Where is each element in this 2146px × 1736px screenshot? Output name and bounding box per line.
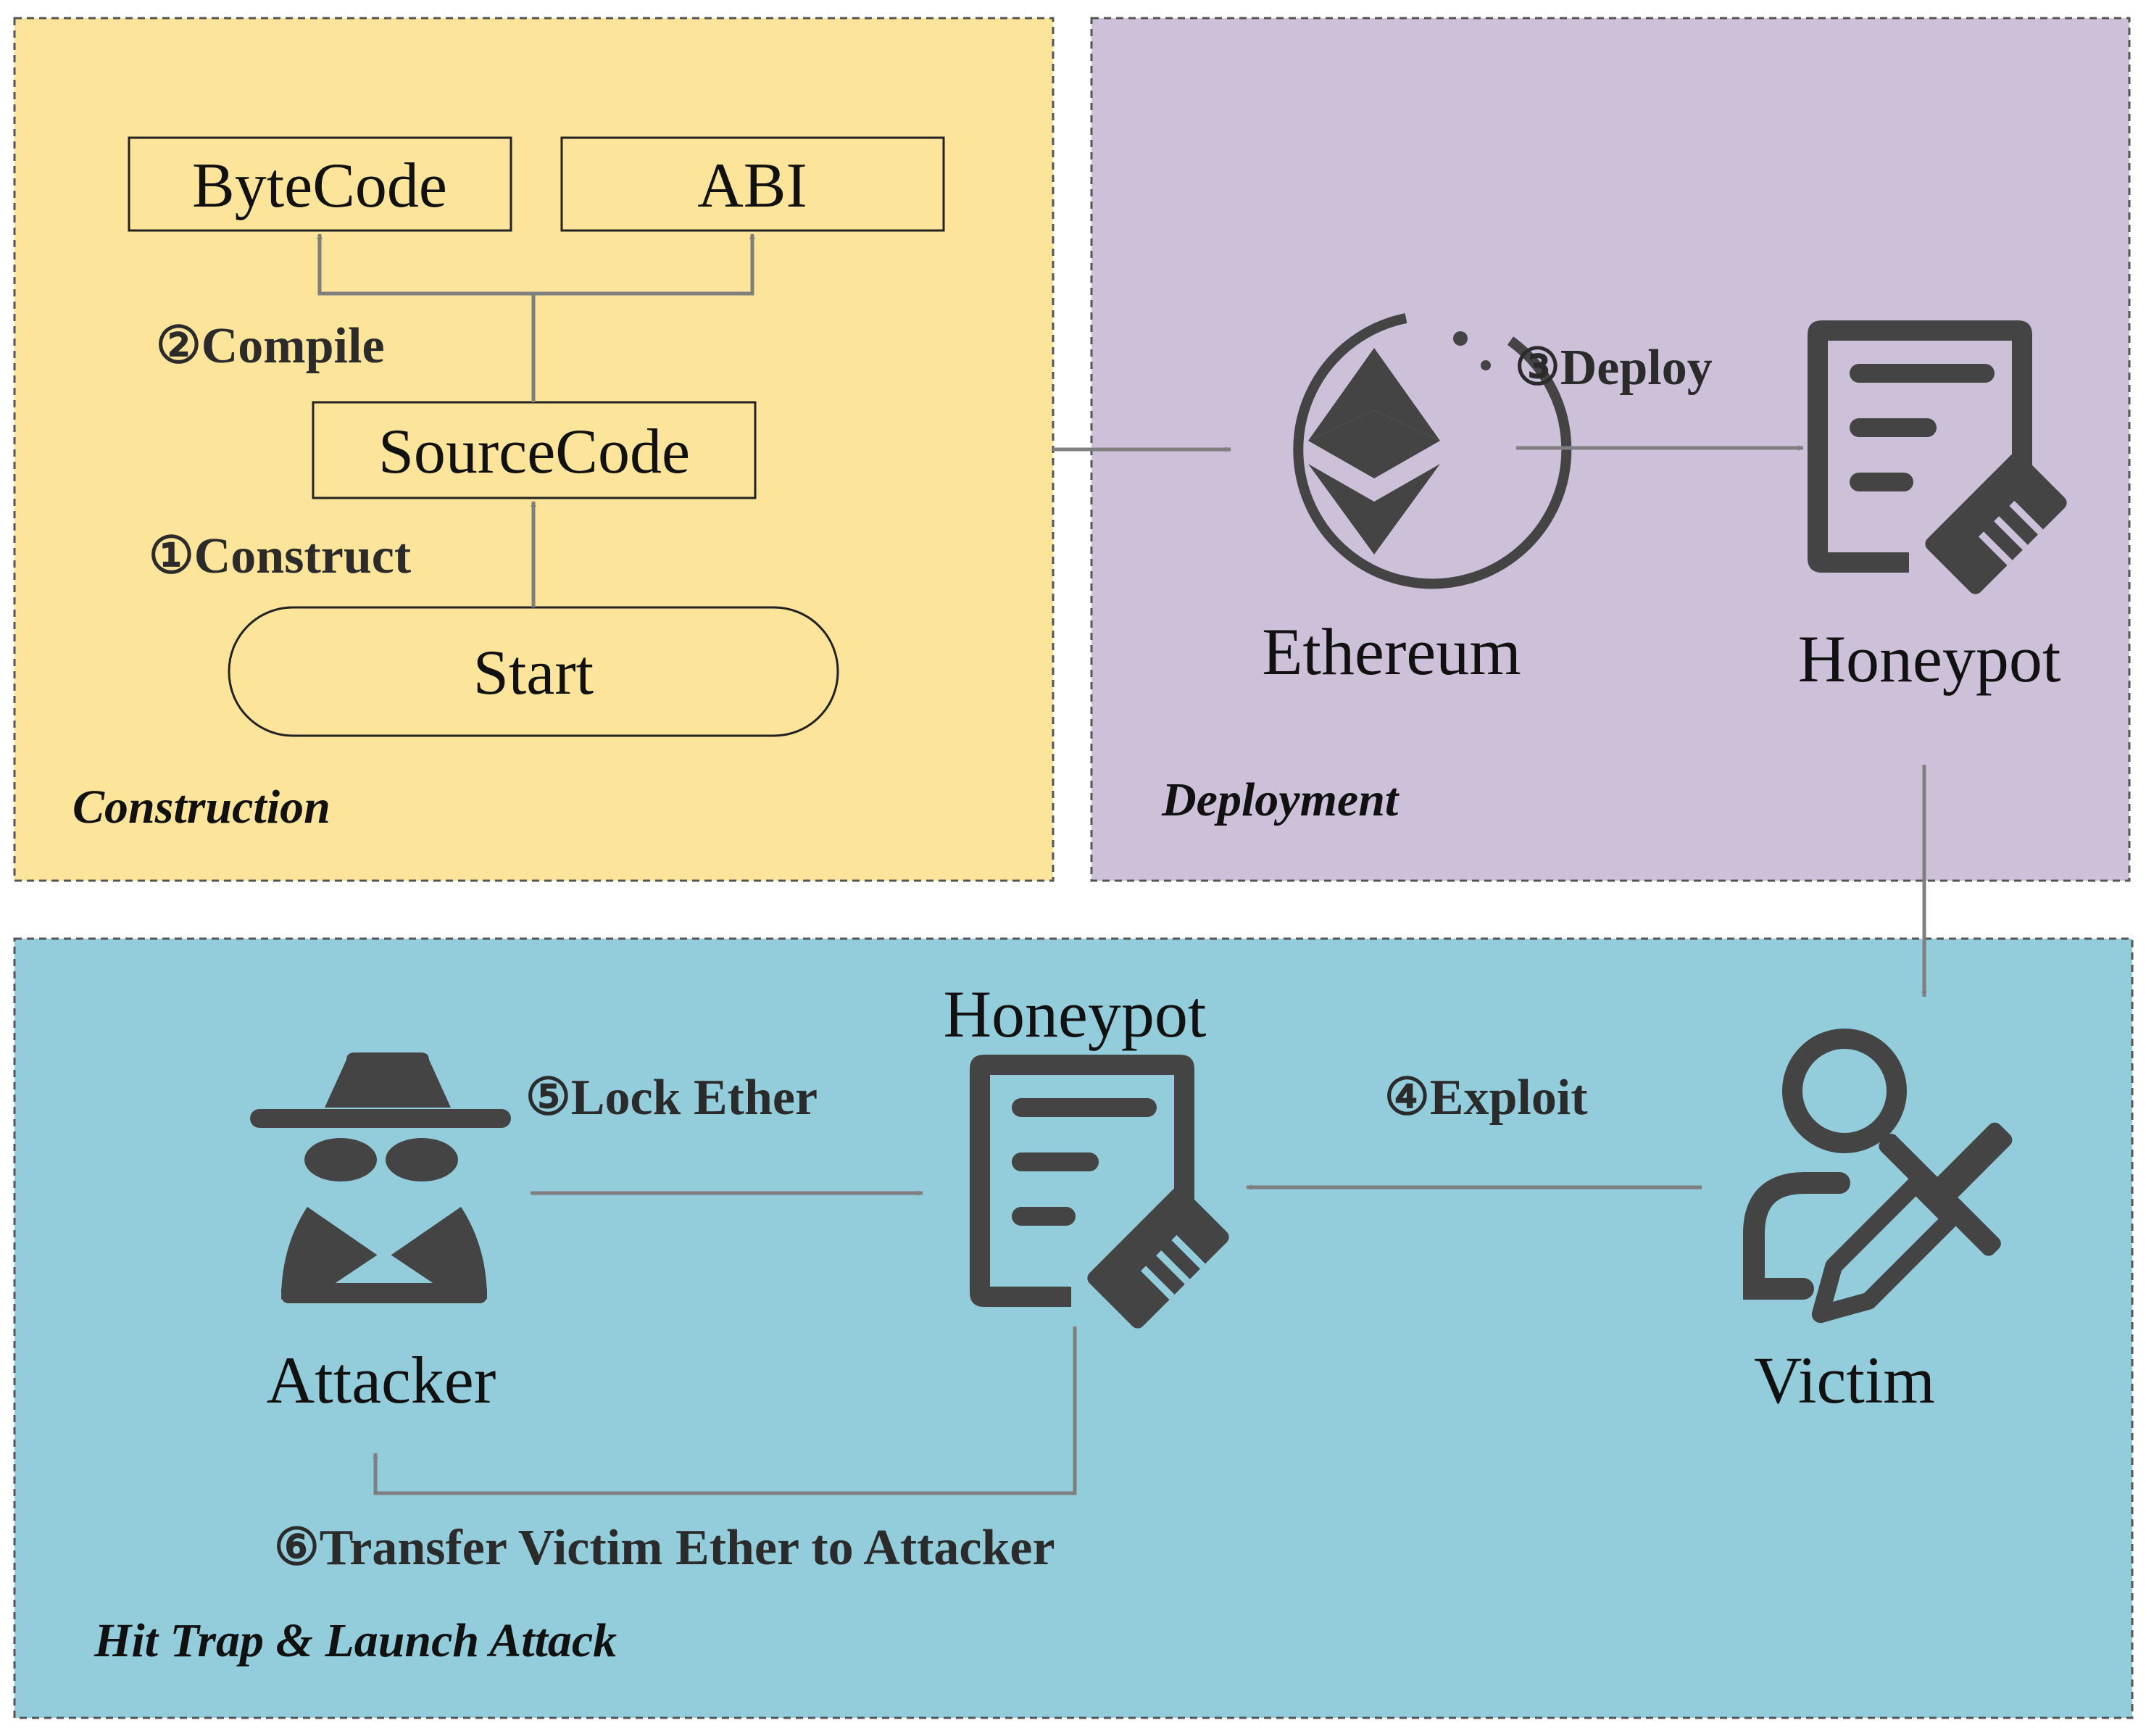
honeypot-attack-label: Honeypot bbox=[944, 977, 1207, 1051]
spy-hat-glasses-icon bbox=[250, 1052, 511, 1303]
deployment-region-label: Deployment bbox=[1161, 773, 1400, 826]
attack-region-label: Hit Trap & Launch Attack bbox=[93, 1614, 617, 1667]
attacker-label: Attacker bbox=[267, 1343, 496, 1417]
ethereum-logo-icon bbox=[1293, 313, 1572, 589]
user-with-pen-icon bbox=[1743, 1029, 2013, 1324]
step-exploit: ④Exploit bbox=[1384, 1070, 1588, 1126]
step-construct: ①Construct bbox=[149, 528, 411, 584]
step-lock-ether: ⑤Lock Ether bbox=[525, 1070, 818, 1126]
step-deploy: ③Deploy bbox=[1515, 340, 1713, 396]
sourcecode-box bbox=[312, 401, 757, 499]
ethereum-label: Ethereum bbox=[1262, 615, 1521, 689]
step-compile: ②Compile bbox=[156, 318, 385, 374]
contract-document-icon bbox=[1808, 320, 2067, 594]
step-transfer: ⑥Transfer Victim Ether to Attacker bbox=[274, 1520, 1055, 1576]
contract-document-icon bbox=[970, 1055, 1229, 1329]
honeypot-deploy-label: Honeypot bbox=[1798, 622, 2061, 696]
start-label: Start bbox=[473, 638, 594, 708]
victim-label: Victim bbox=[1754, 1343, 1935, 1417]
construction-region-label: Construction bbox=[72, 781, 330, 834]
bytecode-box bbox=[128, 136, 512, 232]
abi-label: ABI bbox=[697, 151, 807, 221]
compile-arrow-bytecode bbox=[317, 233, 533, 296]
abi-box bbox=[560, 136, 945, 232]
compile-arrow-abi bbox=[533, 233, 755, 296]
bytecode-label: ByteCode bbox=[192, 151, 447, 221]
transfer-arrow bbox=[373, 1326, 1077, 1495]
sourcecode-label: SourceCode bbox=[378, 417, 690, 487]
